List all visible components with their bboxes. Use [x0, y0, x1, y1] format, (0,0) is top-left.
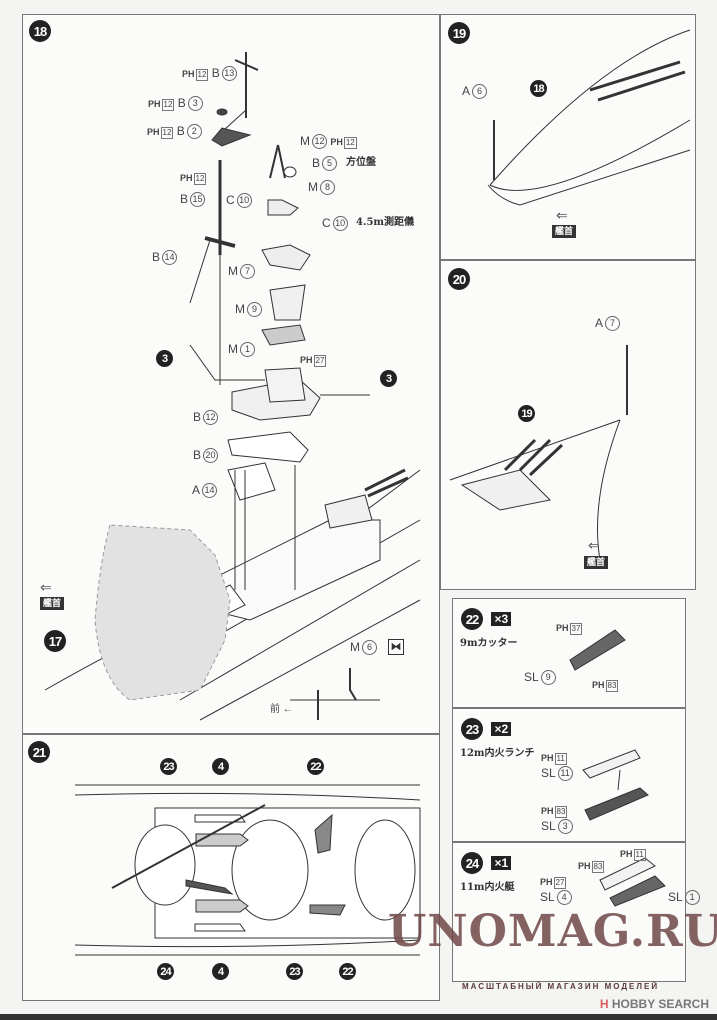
step-ref-17: 17 — [44, 630, 66, 652]
step-20-panel — [440, 260, 696, 590]
bottom-bar — [0, 1014, 717, 1020]
boat-name: 11m内火艇 — [460, 882, 515, 893]
bow-arrow-icon: ⇐ — [588, 537, 600, 553]
quantity-badge: ×1 — [491, 856, 512, 871]
hobby-search-credit: H HOBBY SEARCH — [599, 997, 709, 1011]
step-19-number: 19 — [448, 22, 470, 44]
step-23-header: 23 ×2 — [461, 718, 512, 740]
step-18-number: 18 — [29, 20, 51, 42]
step-24-header: 24 ×1 — [461, 852, 512, 874]
step-ref-3-left: 3 — [156, 350, 173, 367]
step-22-panel — [452, 598, 686, 708]
step-19-panel — [440, 14, 696, 260]
callout-top-4: 4 — [212, 758, 229, 775]
callout-top-22: 22 — [307, 758, 324, 775]
callout-top-23: 23 — [160, 758, 177, 775]
callout-bottom-4: 4 — [212, 963, 229, 980]
front-arrow-label: 前 ← — [270, 704, 293, 715]
step-ref-3-right: 3 — [380, 370, 397, 387]
hobby-search-logo-icon: H — [599, 997, 609, 1011]
label-director: 方位盤 — [346, 157, 376, 168]
step-21-number: 21 — [28, 741, 50, 763]
bow-direction-badge: 艦首 — [552, 225, 577, 238]
quantity-badge: ×3 — [491, 612, 512, 627]
step-22-header: 22 ×3 — [461, 608, 512, 630]
watermark-subtitle: МАСШТАБНЫЙ МАГАЗИН МОДЕЛЕЙ — [462, 982, 660, 991]
callout-bottom-23: 23 — [286, 963, 303, 980]
step-ref-18: 18 — [530, 80, 547, 97]
watermark-title: UNOMAG.RU — [388, 906, 717, 957]
cement-icon: ⧓ — [388, 639, 404, 655]
callout-bottom-24: 24 — [157, 963, 174, 980]
bow-direction-badge: 艦首 — [40, 597, 65, 610]
step-20-number: 20 — [448, 268, 470, 290]
boat-name: 12m内火ランチ — [460, 748, 535, 759]
step-23-number: 23 — [461, 718, 483, 740]
bow-arrow-icon: ⇐ — [40, 579, 52, 595]
label-rangefinder: 4.5m測距儀 — [356, 217, 414, 228]
callout-bottom-22: 22 — [339, 963, 356, 980]
quantity-badge: ×2 — [491, 722, 512, 737]
step-22-number: 22 — [461, 608, 483, 630]
step-24-number: 24 — [461, 852, 483, 874]
bow-direction-badge: 艦首 — [584, 556, 609, 569]
step-ref-19: 19 — [518, 405, 535, 422]
boat-name: 9mカッター — [460, 638, 518, 649]
bow-arrow-icon: ⇐ — [556, 207, 568, 223]
